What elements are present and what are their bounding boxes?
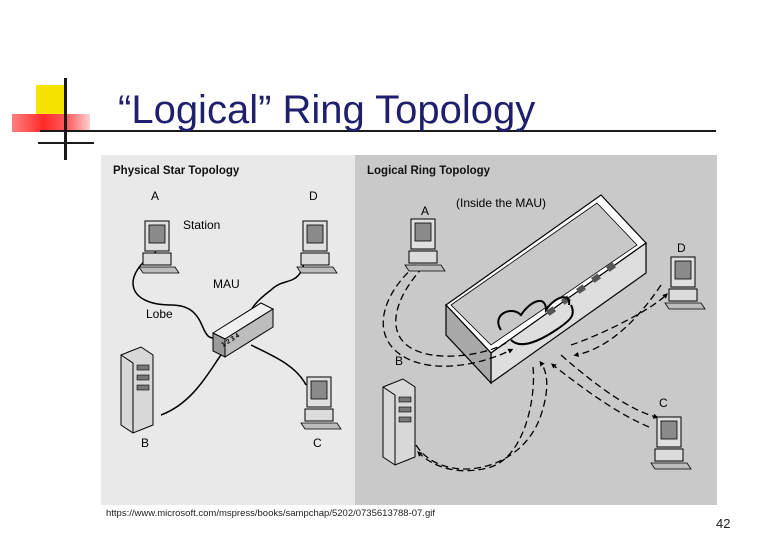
deco-vertical-line bbox=[64, 78, 67, 160]
label-mau: MAU bbox=[213, 277, 240, 291]
topology-figure: Physical Star Topology 1 2 3 4 A D Stati… bbox=[101, 155, 717, 505]
label-inside-mau: (Inside the MAU) bbox=[456, 196, 546, 210]
label-station: Station bbox=[183, 218, 220, 232]
page-number: 42 bbox=[716, 516, 731, 531]
left-label-b: B bbox=[141, 436, 149, 450]
ring-link-b-return bbox=[417, 366, 535, 472]
right-label-c: C bbox=[659, 396, 668, 410]
ring-link-b bbox=[415, 360, 548, 470]
title-underline bbox=[40, 130, 716, 132]
mau-large bbox=[445, 194, 647, 385]
ring-link-d-return bbox=[570, 293, 668, 346]
right-panel-heading: Logical Ring Topology bbox=[367, 165, 491, 177]
left-label-d: D bbox=[309, 189, 318, 203]
ring-link-c bbox=[560, 354, 659, 419]
cable-c bbox=[250, 344, 307, 386]
slide-title: “Logical” Ring Topology bbox=[118, 88, 536, 132]
left-label-a: A bbox=[151, 189, 159, 203]
label-lobe: Lobe bbox=[146, 307, 173, 321]
right-label-a: A bbox=[421, 204, 429, 218]
ring-link-d bbox=[573, 284, 662, 358]
left-panel-heading: Physical Star Topology bbox=[113, 165, 240, 177]
ring-link-a bbox=[382, 264, 514, 367]
deco-horizontal-line bbox=[38, 142, 94, 144]
right-label-d: D bbox=[677, 241, 686, 255]
mau-device: 1 2 3 4 bbox=[211, 302, 275, 358]
ring-link-c-return bbox=[550, 363, 650, 428]
cable-a bbox=[132, 251, 220, 339]
ring-link-a-return bbox=[395, 265, 507, 357]
station-b-tower bbox=[120, 346, 154, 434]
ring-station-b-tower bbox=[382, 378, 416, 466]
deco-red-bar bbox=[12, 114, 90, 132]
right-label-b: B bbox=[395, 354, 403, 368]
figure-caption: https://www.microsoft.com/mspress/books/… bbox=[106, 508, 435, 519]
deco-yellow-square bbox=[36, 85, 66, 115]
left-label-c: C bbox=[313, 436, 322, 450]
